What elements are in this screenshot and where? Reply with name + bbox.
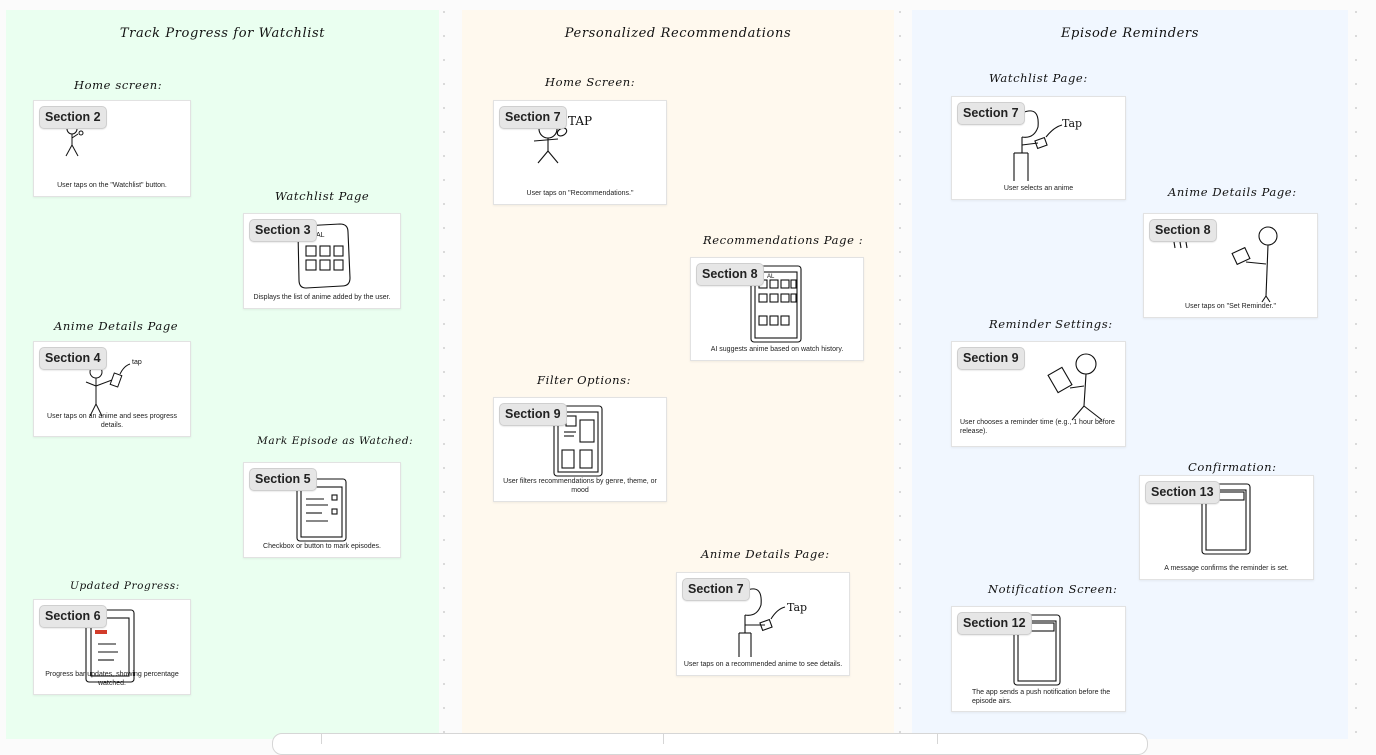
progress-bar xyxy=(95,630,107,634)
card-caption: User selects an anime xyxy=(1003,185,1074,192)
sketch-card[interactable]: TAP Section 7 User taps on "Recommendati… xyxy=(493,100,667,205)
card-caption: User taps on "Recommendations." xyxy=(526,190,634,197)
frame-label: Filter Options: xyxy=(537,373,632,387)
toolbar-separator xyxy=(937,734,938,744)
card-caption: User chooses a reminder time (e.g., 1 ho… xyxy=(960,419,1115,435)
phone-sketch: AL xyxy=(750,265,802,343)
tap-annotation: TAP xyxy=(568,114,592,128)
column-title: Track Progress for Watchlist xyxy=(119,26,326,41)
sketch-card[interactable]: Section 6 Progress bar updates, showing … xyxy=(33,599,191,695)
tap-annotation: tap xyxy=(132,359,142,366)
stick-figure-sketch: Tap xyxy=(738,588,807,657)
sketch-card[interactable]: AL Section 3 Displays the list of anime … xyxy=(243,213,401,309)
card-caption: AI suggests anime based on watch history… xyxy=(710,346,844,353)
tap-annotation: Tap xyxy=(1062,117,1082,130)
toolbar-separator xyxy=(321,734,322,744)
frame-label: Home screen: xyxy=(74,78,163,92)
logo-text: AL xyxy=(767,274,775,280)
section-badge: Section 7 xyxy=(499,106,567,129)
logo-text: AL xyxy=(316,232,325,239)
card-caption: User taps on "Set Reminder." xyxy=(1185,303,1276,310)
stick-figure-sketch xyxy=(1047,353,1103,421)
section-badge: Section 4 xyxy=(39,347,107,370)
frame-label: Watchlist Page: xyxy=(989,71,1088,85)
section-badge: Section 8 xyxy=(1149,219,1217,242)
column-track-progress: Track Progress for Watchlist Home screen… xyxy=(6,10,439,739)
card-caption: Checkbox or button to mark episodes. xyxy=(263,543,381,550)
section-badge: Section 3 xyxy=(249,219,317,242)
phone-sketch xyxy=(296,478,347,542)
stick-figure-sketch: Tap xyxy=(1013,110,1082,181)
card-caption: Progress bar updates, showing percentage… xyxy=(45,671,179,687)
sketch-card[interactable]: AL Section 12 The app sends a push notif… xyxy=(951,606,1126,712)
frame-label: Anime Details Page: xyxy=(701,547,830,561)
phone-sketch: AL xyxy=(297,223,351,289)
sketch-card[interactable]: Section 2 User taps on the "Watchlist" b… xyxy=(33,100,191,197)
sketch-card[interactable]: Tap Section 7 User selects an anime xyxy=(951,96,1126,200)
card-caption: User taps on the "Watchlist" button. xyxy=(57,182,167,189)
card-caption: User filters recommendations by genre, t… xyxy=(503,478,657,494)
column-title: Episode Reminders xyxy=(1060,26,1200,41)
sketch-card[interactable]: Section 8 User taps on "Set Reminder." xyxy=(1143,213,1318,318)
column-recommendations: Personalized Recommendations Home Screen… xyxy=(462,10,894,739)
frame-label: Anime Details Page xyxy=(54,319,179,333)
section-badge: Section 5 xyxy=(249,468,317,491)
frame-label: Mark Episode as Watched: xyxy=(257,435,414,447)
frame-label: Updated Progress: xyxy=(70,580,180,592)
section-badge: Section 2 xyxy=(39,106,107,129)
tap-annotation: Tap xyxy=(787,601,807,614)
frame-label: Home Screen: xyxy=(545,75,636,89)
column-title: Personalized Recommendations xyxy=(564,26,792,41)
bottom-toolbar[interactable] xyxy=(272,733,1148,755)
frame-label: Confirmation: xyxy=(1188,460,1277,474)
section-badge: Section 7 xyxy=(957,102,1025,125)
stick-figure-sketch: tap xyxy=(85,359,142,417)
frame-label: Anime Details Page: xyxy=(1168,185,1297,199)
sketch-card[interactable]: AL Section 8 AI suggests anime based on … xyxy=(690,257,864,361)
card-caption: The app sends a push notification before… xyxy=(972,689,1111,705)
section-badge: Section 8 xyxy=(696,263,764,286)
toolbar-separator xyxy=(663,734,664,744)
card-caption: User taps on an anime and sees progress … xyxy=(47,413,177,429)
frame-label: Recommendations Page : xyxy=(703,233,864,247)
card-caption: User taps on a recommended anime to see … xyxy=(683,661,843,668)
frame-label: Watchlist Page xyxy=(275,189,370,203)
section-badge: Section 12 xyxy=(957,612,1032,635)
section-badge: Section 7 xyxy=(682,578,750,601)
stick-figure-sketch xyxy=(1173,226,1278,303)
section-badge: Section 9 xyxy=(957,347,1025,370)
section-badge: Section 9 xyxy=(499,403,567,426)
section-badge: Section 6 xyxy=(39,605,107,628)
sketch-card[interactable]: AL Section 13 A message confirms the rem… xyxy=(1139,475,1314,580)
frame-label: Reminder Settings: xyxy=(989,317,1113,331)
phone-sketch xyxy=(85,609,135,683)
sketch-card[interactable]: Section 5 Checkbox or button to mark epi… xyxy=(243,462,401,558)
sketch-card[interactable]: Tap Section 7 User taps on a recommended… xyxy=(676,572,850,676)
card-caption: A message confirms the reminder is set. xyxy=(1164,565,1289,572)
column-episode-reminders: Episode Reminders Watchlist Page: Tap Se… xyxy=(912,10,1348,739)
sketch-card[interactable]: tap Section 4 User taps on an anime and … xyxy=(33,341,191,437)
section-badge: Section 13 xyxy=(1145,481,1220,504)
phone-sketch xyxy=(553,405,603,477)
card-caption: Displays the list of anime added by the … xyxy=(253,294,391,301)
sketch-card[interactable]: Section 9 User filters recommendations b… xyxy=(493,397,667,502)
sketch-card[interactable]: Section 9 User chooses a reminder time (… xyxy=(951,341,1126,447)
frame-label: Notification Screen: xyxy=(988,582,1118,596)
